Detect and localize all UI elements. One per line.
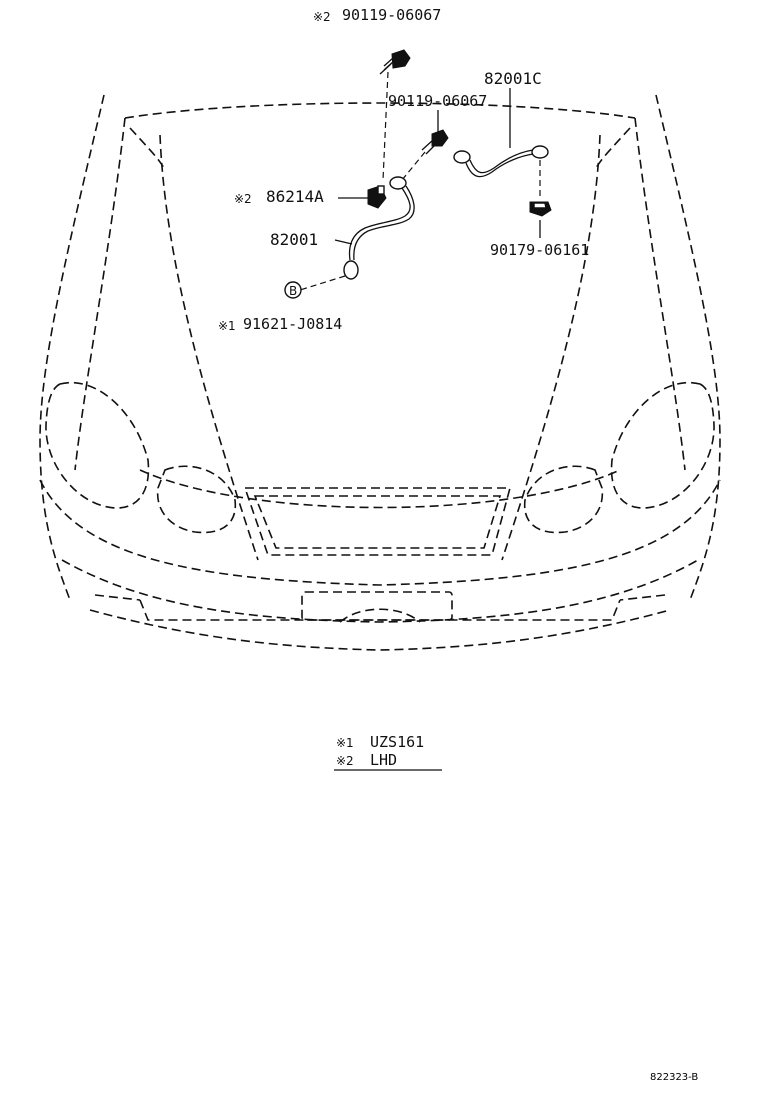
svg-text:91621-J0814: 91621-J0814	[243, 315, 342, 333]
screw-part	[284, 275, 346, 299]
leader-lines	[334, 88, 541, 245]
headlight-right	[523, 381, 715, 534]
svg-text:90119-06067: 90119-06067	[388, 92, 487, 110]
headlight-left	[45, 381, 237, 534]
ground-wire-part	[343, 176, 415, 280]
svg-text:※2: ※2	[336, 754, 354, 768]
svg-text:UZS161: UZS161	[370, 733, 424, 751]
svg-text:※1: ※1	[218, 319, 236, 333]
hood-ground-wire-part	[453, 145, 549, 200]
circle-marker-b: B	[289, 284, 297, 298]
connector-part	[367, 185, 387, 209]
svg-text:86214A: 86214A	[266, 187, 324, 206]
callout-mid-bolt: 90119-06067	[388, 92, 487, 110]
figure-id: 822323-B	[650, 1072, 698, 1083]
callout-hood-ground-wire: 82001C	[484, 69, 542, 88]
callout-ground-wire: 82001	[270, 230, 318, 249]
svg-text:※2: ※2	[313, 10, 331, 24]
callout-screw: ※1 91621-J0814	[218, 315, 342, 333]
svg-text:82001: 82001	[270, 230, 318, 249]
svg-text:90119-06067: 90119-06067	[342, 6, 441, 24]
callout-clip: 90179-06161	[490, 241, 589, 259]
svg-text:82001C: 82001C	[484, 69, 542, 88]
callout-connector: ※2 86214A	[234, 187, 324, 206]
svg-text:※1: ※1	[336, 736, 354, 750]
grille	[243, 487, 512, 556]
car-body-outline	[39, 94, 721, 651]
svg-text:90179-06161: 90179-06161	[490, 241, 589, 259]
clip-part	[529, 201, 552, 217]
legend: ※1 UZS161 ※2 LHD	[334, 733, 442, 771]
top-bolt-part	[379, 49, 411, 181]
svg-text:LHD: LHD	[370, 751, 397, 769]
mid-bolt-part	[401, 129, 449, 181]
callout-top-bolt: ※2 90119-06067	[313, 6, 441, 24]
svg-text:※2: ※2	[234, 192, 252, 206]
